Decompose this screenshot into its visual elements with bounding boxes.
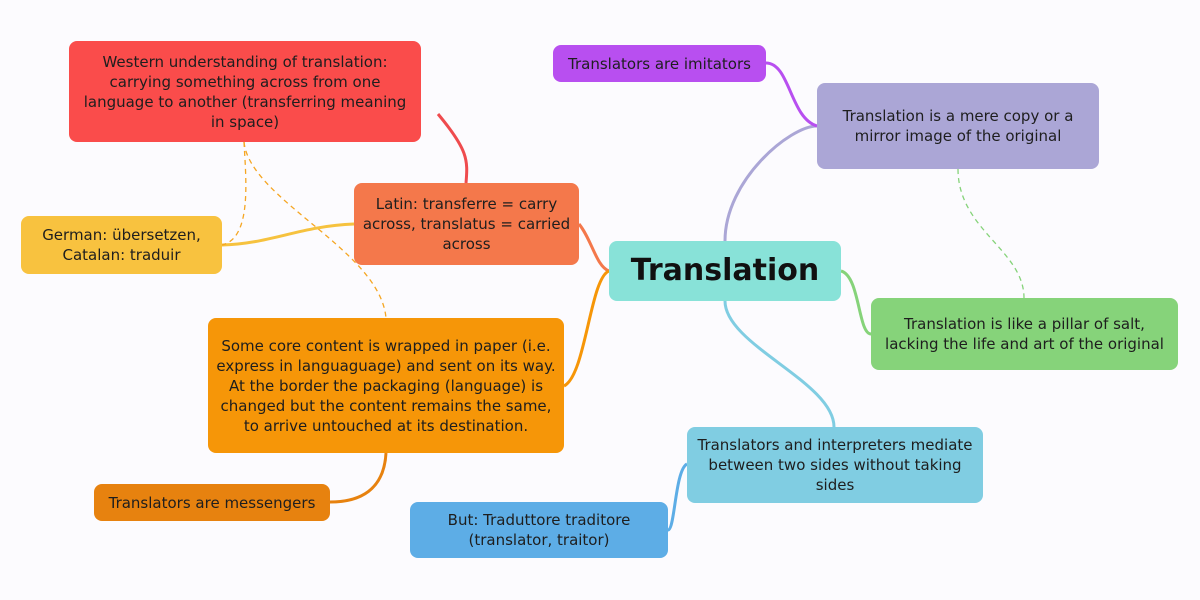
node-imitators[interactable]: Translators are imitators <box>553 45 766 82</box>
node-mere-copy[interactable]: Translation is a mere copy or a mirror i… <box>817 83 1099 169</box>
edge-core-messengers <box>329 452 388 504</box>
node-mediate[interactable]: Translators and interpreters mediate bet… <box>687 427 983 503</box>
edge-latin-german <box>221 222 355 247</box>
edge-central-latin <box>577 223 610 273</box>
edge-central-core-content <box>563 269 610 388</box>
dashed-relation-copy-salt <box>957 168 1025 299</box>
node-traduttore-traditore[interactable]: But: Traduttore traditore (translator, t… <box>410 502 668 558</box>
edge-mediate-traduttore <box>666 462 689 532</box>
node-pillar-of-salt[interactable]: Translation is like a pillar of salt, la… <box>871 298 1178 370</box>
node-mere-copy-label: Translation is a mere copy or a mirror i… <box>842 107 1074 145</box>
node-pillar-of-salt-label: Translation is like a pillar of salt, la… <box>885 315 1164 353</box>
node-core-content-label: Some core content is wrapped in paper (i… <box>216 336 556 435</box>
node-western-understanding[interactable]: Western understanding of translation: ca… <box>69 41 421 142</box>
edge-central-mediate <box>723 300 836 428</box>
central-topic-translation[interactable]: Translation <box>609 241 841 301</box>
node-messengers-label: Translators are messengers <box>108 493 316 512</box>
edge-central-pillar-salt <box>840 269 872 336</box>
node-imitators-label: Translators are imitators <box>568 54 751 73</box>
central-topic-label: Translation <box>630 253 820 288</box>
edge-mere-copy-imitators <box>765 61 818 128</box>
node-mediate-label: Translators and interpreters mediate bet… <box>697 436 973 494</box>
edge-central-mere-copy <box>723 124 818 242</box>
edge-latin-western <box>436 113 469 184</box>
node-western-understanding-label: Western understanding of translation: ca… <box>83 52 407 131</box>
dashed-relation-western-german <box>221 141 247 246</box>
node-traduttore-traditore-label: But: Traduttore traditore (translator, t… <box>447 511 631 549</box>
node-german-catalan-label: German: übersetzen, Catalan: traduir <box>42 226 201 264</box>
node-latin[interactable]: Latin: transferre = carry across, transl… <box>354 183 579 265</box>
node-messengers[interactable]: Translators are messengers <box>94 484 330 521</box>
node-core-content[interactable]: Some core content is wrapped in paper (i… <box>208 318 564 453</box>
node-latin-label: Latin: transferre = carry across, transl… <box>362 195 571 253</box>
dashed-relation-western-core <box>243 141 387 319</box>
node-german-catalan[interactable]: German: übersetzen, Catalan: traduir <box>21 216 222 274</box>
